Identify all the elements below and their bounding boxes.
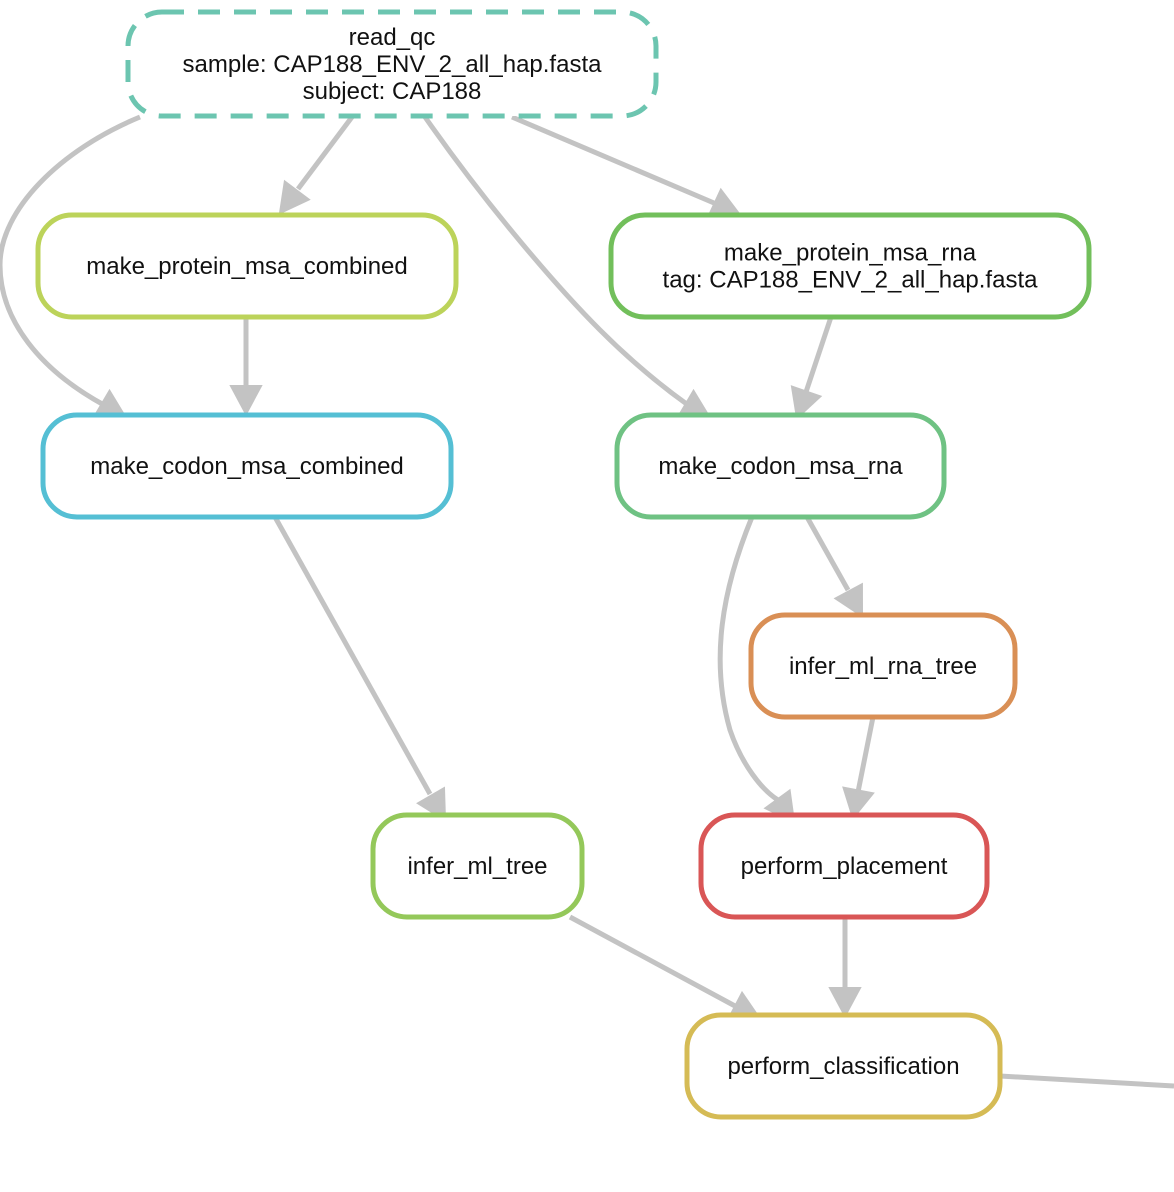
edge-perform_placement-to-perform_classification — [828, 917, 862, 1019]
node-label: infer_ml_tree — [407, 853, 547, 880]
node-box — [35, 212, 459, 320]
node-make_protein_msa_combined[interactable]: make_protein_msa_combined — [35, 212, 459, 320]
node-label: make_protein_msa_rna — [724, 240, 977, 267]
node-box — [698, 812, 990, 920]
node-label: perform_placement — [741, 853, 948, 880]
edge-perform_classification-to-offscreen — [999, 1073, 1174, 1089]
node-box — [684, 1012, 1003, 1120]
edge-line — [717, 516, 780, 803]
node-box — [40, 412, 454, 520]
node-make_codon_msa_combined[interactable]: make_codon_msa_combined — [40, 412, 454, 520]
edge-line — [804, 515, 851, 592]
edge-arrowhead — [833, 582, 864, 618]
node-label: make_codon_msa_rna — [658, 453, 903, 480]
edge-line — [422, 115, 690, 408]
node-perform_classification[interactable]: perform_classification — [684, 1012, 1003, 1120]
node-box — [608, 212, 1092, 320]
edge-line — [855, 716, 876, 793]
node-label: make_protein_msa_combined — [86, 253, 408, 280]
edge-arrowhead — [842, 786, 875, 821]
edge-line — [803, 316, 834, 393]
edge-line — [511, 114, 715, 206]
node-param: sample: CAP188_ENV_2_all_hap.fasta — [183, 51, 603, 78]
edge-line — [296, 115, 354, 191]
node-box — [614, 412, 947, 520]
edge-arrowhead — [790, 385, 823, 421]
edge-arrowhead — [229, 385, 263, 417]
node-perform_placement[interactable]: perform_placement — [698, 812, 990, 920]
edge-infer_ml_tree-to-perform_classification — [568, 914, 762, 1021]
edge-make_codon_msa_rna-to-infer_ml_rna_tree — [804, 515, 864, 618]
edge-line — [0, 114, 141, 408]
edge-make_protein_msa_combined-to-make_codon_msa_combined — [229, 317, 263, 417]
edge-read_qc-to-make_protein_msa_rna — [511, 114, 742, 218]
edge-line — [999, 1073, 1174, 1089]
node-label: read_qc — [349, 24, 436, 51]
node-label: perform_classification — [727, 1053, 959, 1080]
edge-make_codon_msa_combined-to-infer_ml_tree — [272, 515, 447, 822]
edge-arrowhead — [828, 987, 862, 1019]
node-label: make_codon_msa_combined — [90, 453, 404, 480]
edge-line — [272, 515, 433, 796]
edge-read_qc-to-make_protein_msa_combined — [278, 115, 354, 215]
edge-arrowhead — [278, 179, 311, 215]
node-box — [370, 812, 585, 920]
edge-infer_ml_rna_tree-to-perform_placement — [842, 716, 876, 821]
node-box — [748, 612, 1018, 720]
node-param: subject: CAP188 — [303, 78, 482, 105]
edge-line — [568, 914, 737, 1009]
edge-make_protein_msa_rna-to-make_codon_msa_rna — [790, 316, 834, 421]
edge-arrowhead — [416, 786, 447, 822]
node-box — [125, 9, 659, 119]
node-infer_ml_tree[interactable]: infer_ml_tree — [370, 812, 585, 920]
node-make_codon_msa_rna[interactable]: make_codon_msa_rna — [614, 412, 947, 520]
node-infer_ml_rna_tree[interactable]: infer_ml_rna_tree — [748, 612, 1018, 720]
node-label: infer_ml_rna_tree — [789, 653, 977, 680]
node-param: tag: CAP188_ENV_2_all_hap.fasta — [663, 267, 1039, 294]
